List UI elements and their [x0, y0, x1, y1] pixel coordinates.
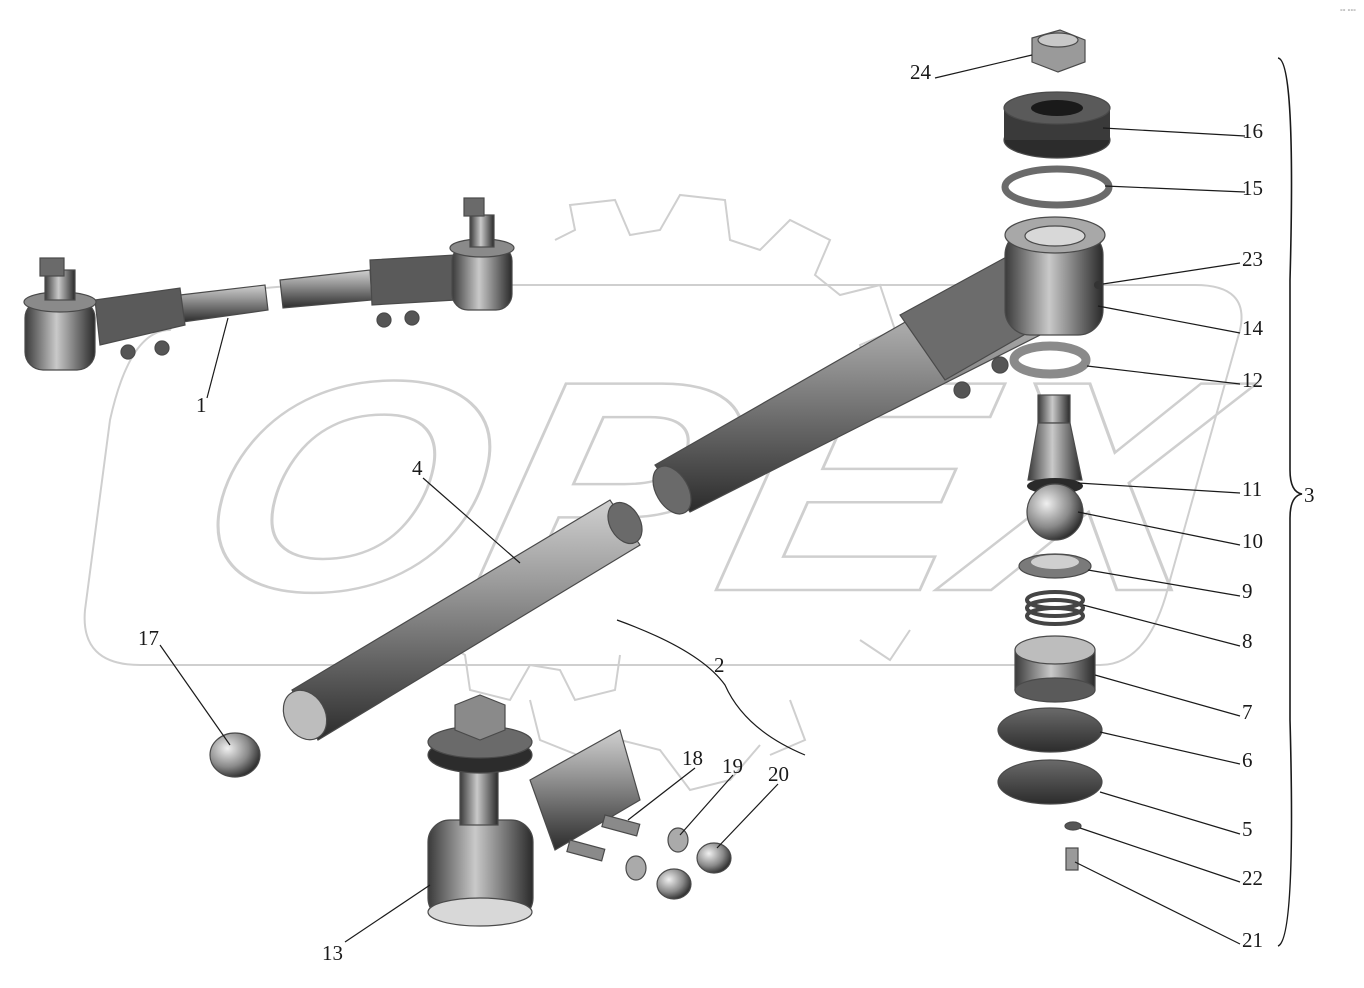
- part-12-ring: [1009, 341, 1091, 379]
- watermark-gear-outline: [409, 193, 911, 792]
- label-9: 9: [1242, 579, 1253, 603]
- label-7: 7: [1242, 700, 1253, 724]
- label-23: 23: [1242, 247, 1263, 271]
- part-24-castle-nut: [1031, 29, 1086, 73]
- label-22: 22: [1242, 866, 1263, 890]
- label-14: 14: [1242, 316, 1264, 340]
- watermark-frame: [83, 284, 1243, 666]
- part-labels: 24 16 15 23 14 12 11 10 9 8 7 6 5 22 21 …: [138, 60, 1315, 965]
- part-7-threaded-plug: [1014, 635, 1096, 703]
- part-4-tube: [282, 499, 643, 741]
- part-1-tie-rod-assembly: [23, 197, 515, 371]
- label-1: 1: [196, 393, 207, 417]
- part-20-nuts: [656, 842, 732, 900]
- label-12: 12: [1242, 368, 1263, 392]
- part-16-dust-boot: [1003, 91, 1111, 159]
- part-11-10-ball-pin: [1026, 394, 1084, 541]
- label-21: 21: [1242, 928, 1263, 952]
- label-10: 10: [1242, 529, 1263, 553]
- part-8-spring: [1025, 590, 1085, 626]
- label-18: 18: [682, 746, 703, 770]
- label-16: 16: [1242, 119, 1263, 143]
- part-18-studs: [566, 814, 641, 862]
- part-6-disc: [997, 707, 1103, 753]
- part-14-head: [1004, 216, 1106, 336]
- part-5-disc: [997, 759, 1103, 805]
- part-9-ring: [1018, 553, 1092, 579]
- label-3: 3: [1304, 483, 1315, 507]
- part-17-plug: [209, 732, 261, 778]
- label-17: 17: [138, 626, 159, 650]
- group-3-brace: [1277, 57, 1303, 947]
- label-11: 11: [1242, 477, 1262, 501]
- corner-mark: °° °°°: [1340, 8, 1356, 16]
- label-2: 2: [714, 653, 725, 677]
- label-4: 4: [412, 456, 423, 480]
- part-21-bolt: [1065, 847, 1079, 871]
- part-19-washers: [625, 827, 689, 881]
- label-5: 5: [1242, 817, 1253, 841]
- part-13-lower-head: [427, 694, 641, 927]
- part-22-washer: [1064, 821, 1082, 831]
- part-15-ring: [1001, 165, 1113, 209]
- label-15: 15: [1242, 176, 1263, 200]
- label-24: 24: [910, 60, 932, 84]
- label-13: 13: [322, 941, 343, 965]
- label-20: 20: [768, 762, 789, 786]
- label-8: 8: [1242, 629, 1253, 653]
- label-6: 6: [1242, 748, 1253, 772]
- leader-lines: [159, 54, 1246, 945]
- label-19: 19: [722, 754, 743, 778]
